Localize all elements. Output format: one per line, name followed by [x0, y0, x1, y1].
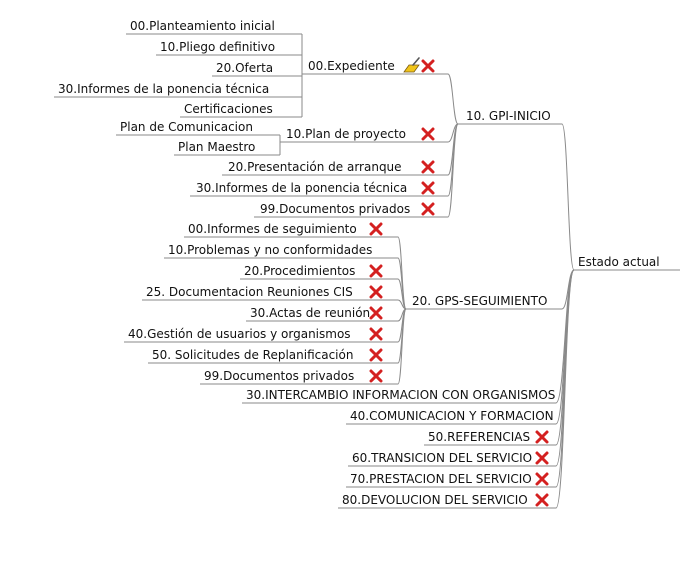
edge-gps-child-7 [397, 308, 407, 385]
branch-2[interactable]: 30.INTERCAMBIO INFORMACION CON ORGANISMO… [246, 388, 555, 402]
x-icon [369, 222, 383, 236]
edge-gpi-child-0 [447, 73, 459, 125]
branch-4[interactable]: 50.REFERENCIAS [428, 430, 530, 444]
expediente-child-3[interactable]: 30.Informes de la ponencia técnica [58, 82, 269, 96]
x-icon [535, 430, 549, 444]
x-icon [421, 181, 435, 195]
edge-gps-child-2 [397, 278, 407, 310]
x-icon [369, 264, 383, 278]
x-icon [369, 348, 383, 362]
plan-proyecto-child-1[interactable]: Plan Maestro [178, 140, 255, 154]
gps-child-1[interactable]: 10.Problemas y no conformidades [168, 243, 372, 257]
branch-gpi-inicio[interactable]: 10. GPI-INICIO [466, 109, 551, 123]
expediente-child-0[interactable]: 00.Planteamiento inicial [130, 19, 275, 33]
edge-root-branch-7 [555, 269, 575, 509]
branch-3[interactable]: 40.COMUNICACION Y FORMACION [350, 409, 554, 423]
root-node[interactable]: Estado actual [578, 255, 660, 269]
x-icon [421, 160, 435, 174]
plan-proyecto-child-0[interactable]: Plan de Comunicacion [120, 120, 253, 134]
expediente-child-2[interactable]: 20.Oferta [216, 61, 273, 75]
gps-child-0[interactable]: 00.Informes de seguimiento [188, 222, 357, 236]
gps-child-3[interactable]: 25. Documentacion Reuniones CIS [146, 285, 353, 299]
gpi-child-3[interactable]: 30.Informes de la ponencia técnica [196, 181, 407, 195]
expediente-child-1[interactable]: 10.Pliego definitivo [160, 40, 275, 54]
edge-root-gpi [561, 123, 575, 271]
x-icon [535, 493, 549, 507]
edge-gps-child-0 [397, 236, 407, 310]
x-icon [369, 369, 383, 383]
branch-gps-seguimiento[interactable]: 20. GPS-SEGUIMIENTO [412, 294, 547, 308]
gpi-child-4[interactable]: 99.Documentos privados [260, 202, 410, 216]
x-icon [369, 285, 383, 299]
x-icon [535, 472, 549, 486]
x-icon [535, 451, 549, 465]
gps-child-5[interactable]: 40.Gestión de usuarios y organismos [128, 327, 351, 341]
gps-child-2[interactable]: 20.Procedimientos [244, 264, 355, 278]
brush-icon [403, 57, 420, 73]
gpi-child-2[interactable]: 20.Presentación de arranque [228, 160, 402, 174]
branch-6[interactable]: 70.PRESTACION DEL SERVICIO [350, 472, 532, 486]
gps-child-7[interactable]: 99.Documentos privados [204, 369, 354, 383]
expediente-child-4[interactable]: Certificaciones [184, 102, 273, 116]
edge-gpi-child-4 [447, 123, 459, 218]
gpi-child-0[interactable]: 00.Expediente [308, 59, 395, 73]
branch-5[interactable]: 60.TRANSICION DEL SERVICIO [352, 451, 532, 465]
x-icon [369, 327, 383, 341]
x-icon [421, 202, 435, 216]
gpi-child-1[interactable]: 10.Plan de proyecto [286, 127, 406, 141]
x-icon [421, 59, 435, 73]
gps-child-6[interactable]: 50. Solicitudes de Replanificación [152, 348, 353, 362]
gps-child-4[interactable]: 30.Actas de reunión [250, 306, 370, 320]
branch-7[interactable]: 80.DEVOLUCION DEL SERVICIO [342, 493, 528, 507]
x-icon [421, 127, 435, 141]
edge-gpi-child-3 [447, 123, 459, 197]
x-icon [369, 306, 383, 320]
